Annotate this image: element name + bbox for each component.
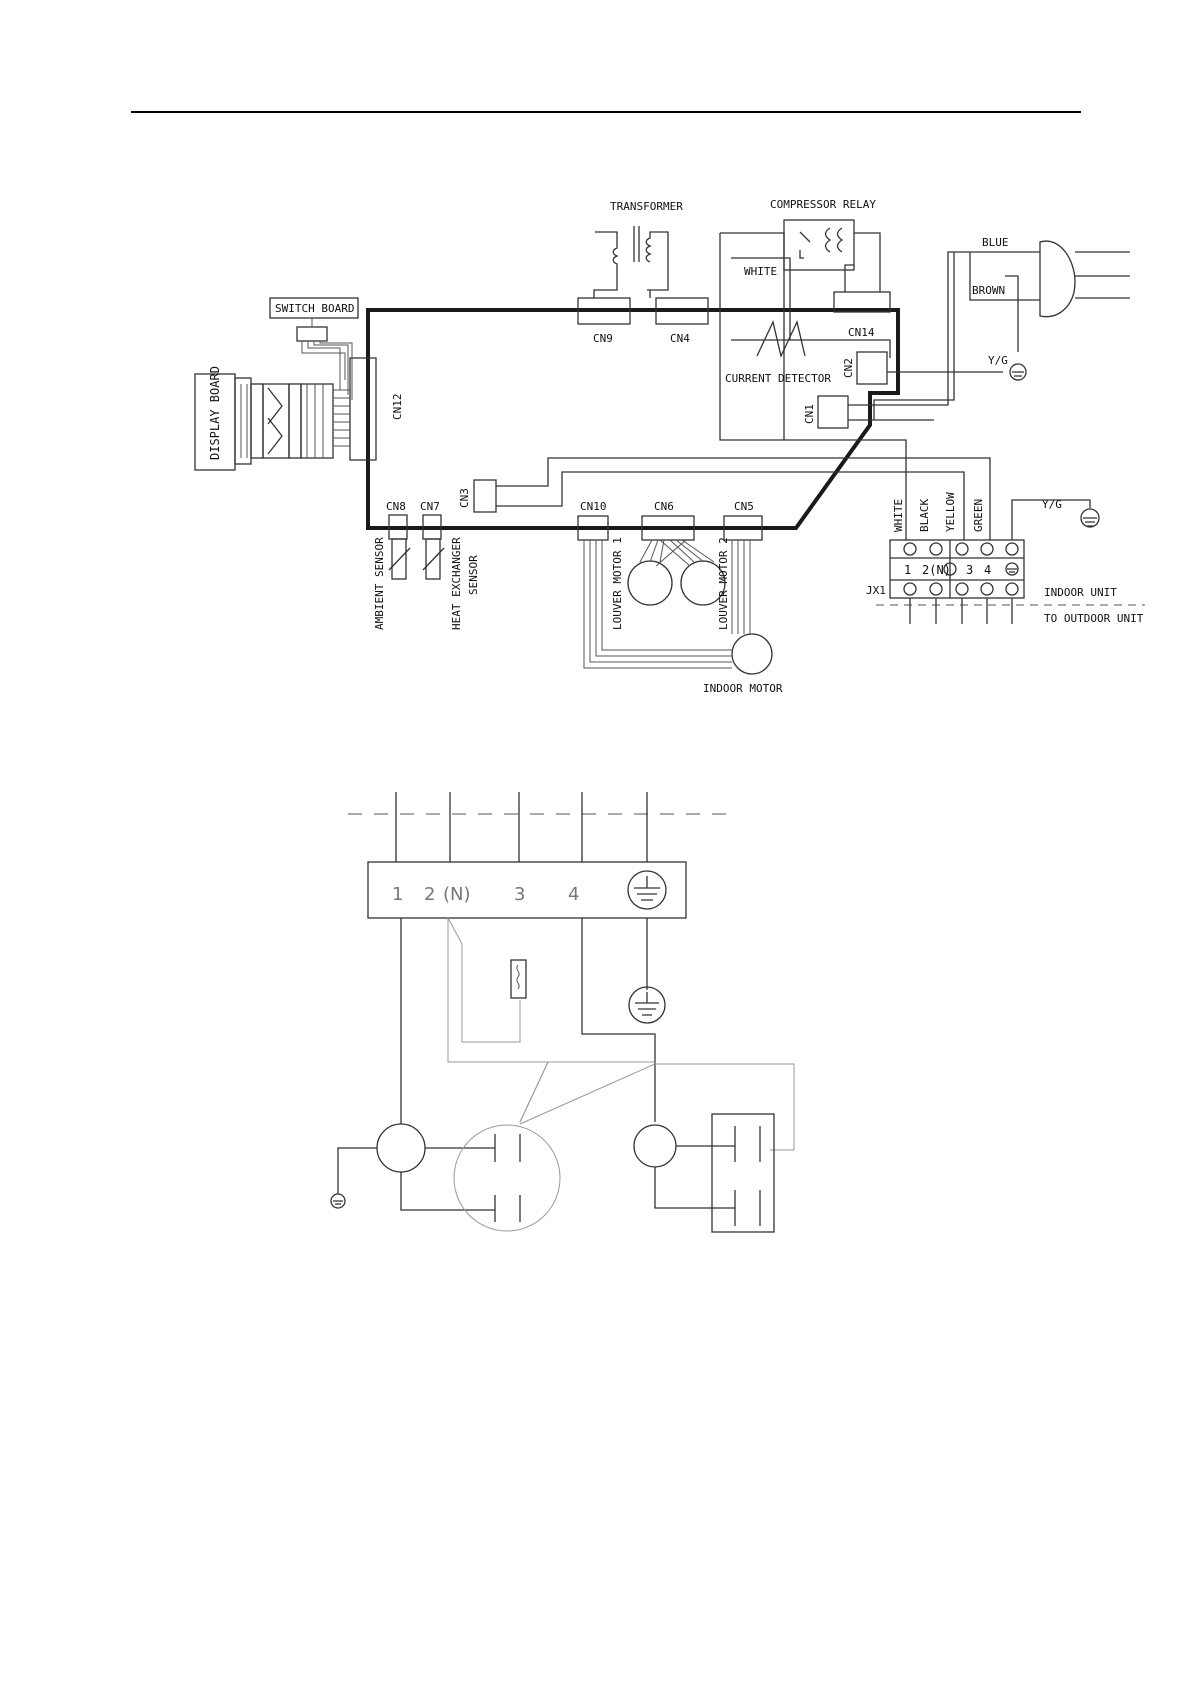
cn1-connector <box>817 395 849 429</box>
cn9-label: CN9 <box>593 332 613 345</box>
ground-icon <box>330 1193 346 1209</box>
ground-icon <box>1009 363 1027 381</box>
outdoor-terminal-3: 3 <box>514 884 525 905</box>
cn7-label: CN7 <box>420 500 440 513</box>
cn12-label: CN12 <box>391 394 404 421</box>
yg-top-label: Y/G <box>988 354 1008 367</box>
yg-mid-label: Y/G <box>1042 498 1062 511</box>
cn5-label: CN5 <box>734 500 754 513</box>
terminal-4: 4 <box>984 563 991 577</box>
indoor-motor-label: INDOOR MOTOR <box>703 682 783 695</box>
cn2-connector <box>856 351 888 385</box>
current-detector-label: CURRENT DETECTOR <box>725 372 831 385</box>
jx1-terminal-block <box>889 539 1025 599</box>
current-detector-coil <box>756 320 806 358</box>
wire-yellow-label: YELLOW <box>944 492 957 532</box>
indoor-wiring-diagram: DISPLAY BOARD CN12 SWITCH BOARD TRANSFOR… <box>194 198 1145 695</box>
indoor-unit-label: INDOOR UNIT <box>1044 586 1117 599</box>
ambient-sensor-label: AMBIENT SENSOR <box>373 537 386 630</box>
transformer-label: TRANSFORMER <box>610 200 683 213</box>
brown-wire-label: BROWN <box>972 284 1005 297</box>
heat-exchanger-label-2: SENSOR <box>467 555 480 595</box>
cn14-connector <box>833 291 891 313</box>
outdoor-terminal-2: 2 <box>424 884 435 905</box>
wire-green-label: GREEN <box>972 499 985 532</box>
pcb-outline <box>366 308 900 530</box>
indoor-motor <box>731 633 773 675</box>
heat-exchanger-sensor <box>425 538 441 580</box>
run-capacitor-box <box>711 1113 775 1233</box>
cn10-connector <box>577 515 609 541</box>
compressor-circle <box>453 1124 561 1232</box>
to-outdoor-unit-label: TO OUTDOOR UNIT <box>1044 612 1144 625</box>
cn3-connector <box>473 479 497 513</box>
outdoor-compressor-motor <box>633 1124 677 1168</box>
cn9-connector <box>577 297 631 325</box>
outdoor-fan-motor <box>376 1123 426 1173</box>
outdoor-schematic: 1 2 (N) 3 4 <box>330 792 795 1233</box>
louver-motor-2-label: LOUVER MOTOR 2 <box>717 537 730 630</box>
blue-wire-label: BLUE <box>982 236 1009 249</box>
cn14-label: CN14 <box>848 326 875 339</box>
cn6-connector <box>641 515 695 541</box>
cn4-label: CN4 <box>670 332 690 345</box>
cn1-label: CN1 <box>803 404 816 424</box>
header-rule <box>131 111 1081 113</box>
cn2-label: CN2 <box>842 358 855 378</box>
cn6-label: CN6 <box>654 500 674 513</box>
outdoor-terminal-2n: (N) <box>443 884 471 905</box>
outdoor-terminal-1: 1 <box>392 884 403 905</box>
louver-motor-1-label: LOUVER MOTOR 1 <box>611 537 624 630</box>
compressor-relay-label: COMPRESSOR RELAY <box>770 198 876 211</box>
wire-black-label: BLACK <box>918 499 931 532</box>
terminal-3: 3 <box>966 563 973 577</box>
ground-icon <box>627 870 667 910</box>
outdoor-terminal-block <box>367 861 687 919</box>
louver-motor-1 <box>627 560 673 606</box>
mains-plug <box>1039 240 1076 318</box>
cn12-connector <box>349 357 377 461</box>
display-board-label: DISPLAY BOARD <box>208 366 222 460</box>
relay-white-label: WHITE <box>744 265 777 278</box>
ground-icon <box>1080 508 1100 528</box>
heat-exchanger-label-1: HEAT EXCHANGER <box>450 537 463 630</box>
terminal-1: 1 <box>904 563 911 577</box>
switch-board <box>269 297 359 319</box>
outdoor-terminal-4: 4 <box>568 884 579 905</box>
compressor-relay <box>783 219 855 271</box>
cn10-label: CN10 <box>580 500 607 513</box>
jx1-label: JX1 <box>866 584 886 597</box>
cn5-connector <box>723 515 763 541</box>
cn8-label: CN8 <box>386 500 406 513</box>
ground-icon <box>1005 562 1019 576</box>
cn3-label: CN3 <box>458 488 471 508</box>
terminal-2n: 2(N) <box>922 563 951 577</box>
ground-icon <box>628 986 666 1024</box>
switch-board-label: SWITCH BOARD <box>275 302 354 315</box>
ambient-sensor <box>391 538 407 580</box>
wire-white-label: WHITE <box>892 499 905 532</box>
cn4-connector <box>655 297 709 325</box>
